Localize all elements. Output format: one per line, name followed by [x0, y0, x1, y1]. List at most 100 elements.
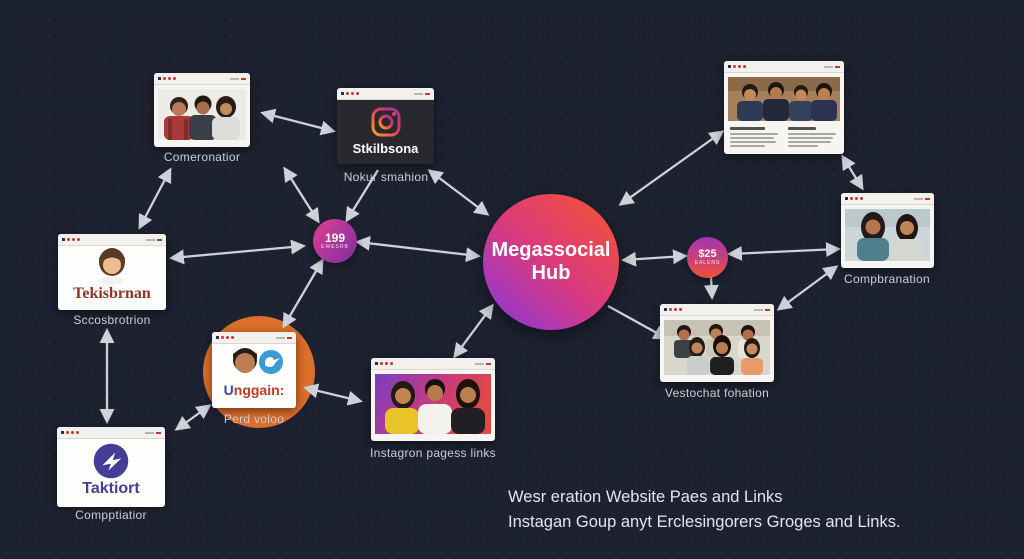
bird-icon: [265, 357, 280, 368]
browser-dot-icon: [168, 77, 171, 80]
titlebar-mark: [754, 308, 763, 311]
browser-titlebar: [337, 88, 434, 100]
caption-vestochat: Vestochat fohation: [664, 386, 770, 400]
browser-dot-icon: [664, 308, 667, 311]
browser-dot-icon: [62, 238, 65, 241]
group-photo: [664, 320, 770, 375]
titlebar-mark: [765, 308, 770, 311]
caption-instagron: Instagron pagess links: [369, 446, 496, 460]
browser-dot-icon: [72, 238, 75, 241]
titlebar-mark: [486, 362, 491, 365]
count-badge-subtext: ewesrb: [321, 244, 349, 250]
instagram-icon: [371, 107, 400, 137]
browser-dot-icon: [738, 65, 741, 68]
two-women-photo: [845, 209, 930, 261]
titlebar-mark: [914, 197, 923, 200]
count-badge: 199 ewesrb: [313, 219, 357, 263]
titlebar-mark: [925, 197, 930, 200]
caption-compbranation: Compbranation: [844, 272, 930, 286]
footer-line1: Wesr eration Website Paes and Links: [508, 488, 783, 506]
price-badge-value: $25: [698, 248, 717, 260]
browser-dot-icon: [341, 92, 344, 95]
browser-dot-icon: [346, 92, 349, 95]
hub-title-line1: Megassocial: [491, 239, 611, 261]
browser-dot-icon: [743, 65, 746, 68]
group-photo: [375, 374, 491, 434]
browser-dot-icon: [71, 431, 74, 434]
card-instagron: [371, 358, 495, 441]
three-people-photo: [158, 89, 246, 140]
browser-titlebar: [154, 73, 250, 85]
browser-dot-icon: [356, 92, 359, 95]
unggain-title-prefix: U: [223, 382, 234, 398]
browser-dot-icon: [221, 336, 224, 339]
four-people-photo: [728, 77, 840, 121]
browser-dot-icon: [231, 336, 234, 339]
browser-dot-icon: [351, 92, 354, 95]
messenger-bolt-icon: [93, 443, 129, 479]
card-comeronatior: [154, 73, 250, 147]
browser-titlebar: [212, 332, 296, 344]
card-tekisbrnan: Tekisbrnan: [58, 234, 166, 310]
group-photo: [845, 209, 930, 261]
browser-dot-icon: [669, 308, 672, 311]
titlebar-mark: [414, 92, 423, 95]
caption-unggain: Perd voloo: [223, 412, 285, 426]
browser-dot-icon: [733, 65, 736, 68]
browser-dot-icon: [226, 336, 229, 339]
woman-avatar: [99, 248, 125, 284]
browser-dot-icon: [855, 197, 858, 200]
browser-dot-icon: [850, 197, 853, 200]
browser-titlebar: [841, 193, 934, 205]
titlebar-mark: [146, 238, 155, 241]
card-taktiort: Taktiort: [57, 427, 165, 507]
caption-comeronatior: Comeronatior: [163, 150, 241, 164]
man-face-and-bird: [233, 348, 283, 374]
card-compbranation: [841, 193, 934, 268]
caption-taktiort: Compptiatior: [75, 508, 147, 522]
hub-title-line2: Hub: [531, 262, 571, 284]
group-photo: [158, 89, 246, 140]
webpage-text-columns: [724, 125, 844, 151]
titlebar-mark: [276, 336, 285, 339]
titlebar-mark: [287, 336, 292, 339]
browser-dot-icon: [173, 77, 176, 80]
browser-dot-icon: [77, 238, 80, 241]
titlebar-mark: [145, 431, 154, 434]
caption-stkilbsona: Nokur smahion: [343, 170, 429, 184]
browser-dot-icon: [845, 197, 848, 200]
browser-dot-icon: [728, 65, 731, 68]
browser-titlebar: [58, 234, 166, 246]
browser-titlebar: [660, 304, 774, 316]
card-vestochat: [660, 304, 774, 382]
price-badge-subtext: ealens: [694, 260, 721, 266]
titlebar-mark: [425, 92, 430, 95]
browser-dot-icon: [385, 362, 388, 365]
stkilbsona-title: Stkilbsona: [352, 141, 419, 156]
browser-dot-icon: [674, 308, 677, 311]
titlebar-mark: [824, 65, 833, 68]
browser-dot-icon: [61, 431, 64, 434]
three-people-gradient-photo: [375, 374, 491, 434]
titlebar-mark: [230, 77, 239, 80]
titlebar-mark: [156, 431, 161, 434]
six-people-photo: [664, 320, 770, 375]
unggain-title-rest: nggain:: [233, 382, 285, 398]
card-unggain: Unggain:: [212, 332, 296, 408]
taktiort-title: Taktiort: [82, 480, 140, 497]
browser-dot-icon: [679, 308, 682, 311]
hub-node: Megassocial Hub: [483, 194, 619, 330]
caption-tekisbrnan: Sccosbrotrion: [73, 313, 151, 327]
browser-titlebar: [724, 61, 844, 73]
card-stkilbsona: Stkilbsona: [337, 88, 434, 164]
browser-dot-icon: [390, 362, 393, 365]
group-photo: [728, 77, 840, 121]
tekisbrnan-title: Tekisbrnan: [73, 285, 151, 302]
titlebar-mark: [157, 238, 162, 241]
titlebar-mark: [241, 77, 246, 80]
browser-titlebar: [57, 427, 165, 439]
browser-dot-icon: [66, 431, 69, 434]
browser-titlebar: [371, 358, 495, 370]
footer-text: Wesr eration Website Paes and Links Inst…: [508, 485, 901, 535]
